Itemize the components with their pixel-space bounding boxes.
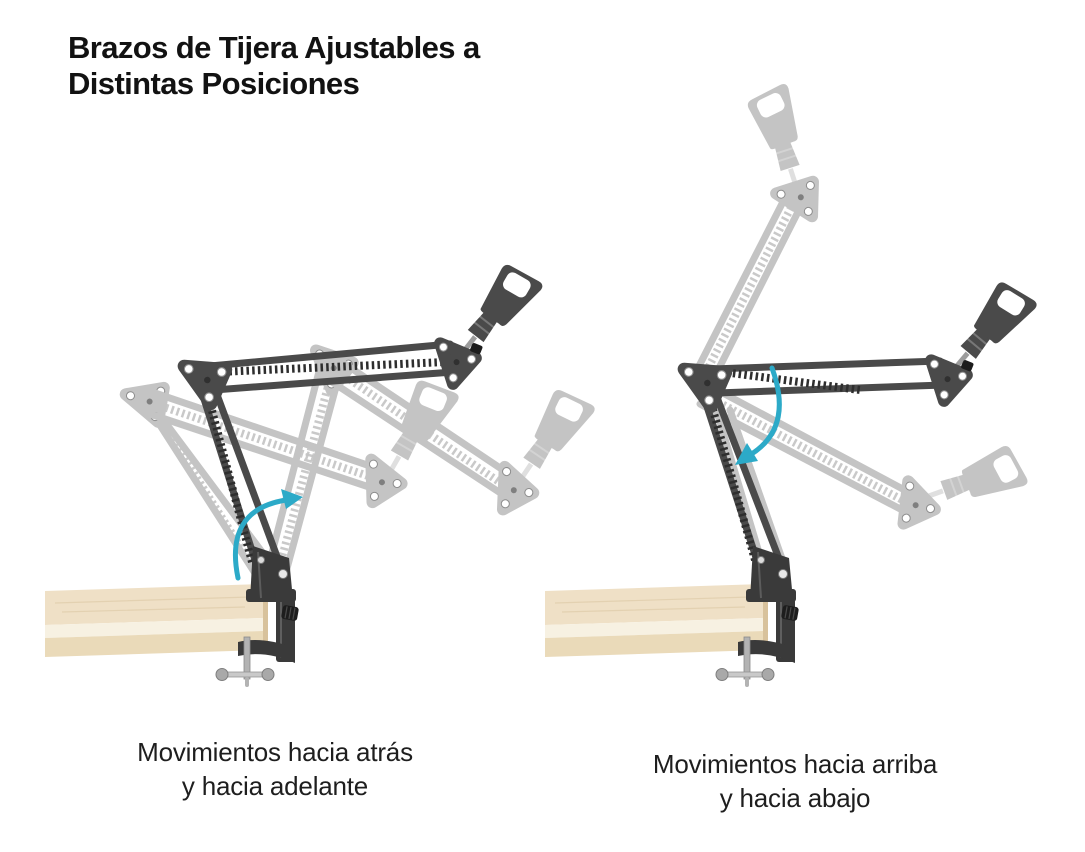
scissor-arm-solid-left: [184, 257, 546, 580]
rotation-arrow-back-forward-icon: [232, 489, 303, 581]
rotation-arrow-up-down-icon: [735, 365, 782, 465]
caption-left: Movimientos hacia atrás y hacia adelante: [70, 735, 480, 803]
desk-clamp-left: [44, 545, 301, 688]
left-illustration: [44, 257, 598, 688]
title-line-2: Distintas Posiciones: [68, 66, 360, 101]
caption-right-line-2: y hacia abajo: [719, 783, 871, 813]
right-illustration: [544, 81, 1040, 688]
scissor-arm-solid-right: [684, 274, 1040, 580]
caption-right: Movimientos hacia arriba y hacia abajo: [590, 747, 1000, 815]
desk-clamp-right: [544, 545, 801, 688]
title-line-1: Brazos de Tijera Ajustables a: [68, 30, 480, 65]
mic-clip-ghost-icon: [743, 81, 819, 194]
page-title: Brazos de Tijera Ajustables a Distintas …: [68, 30, 480, 102]
caption-left-line-1: Movimientos hacia atrás: [137, 737, 413, 767]
caption-left-line-2: y hacia adelante: [181, 771, 369, 801]
caption-right-line-1: Movimientos hacia arriba: [652, 749, 938, 779]
